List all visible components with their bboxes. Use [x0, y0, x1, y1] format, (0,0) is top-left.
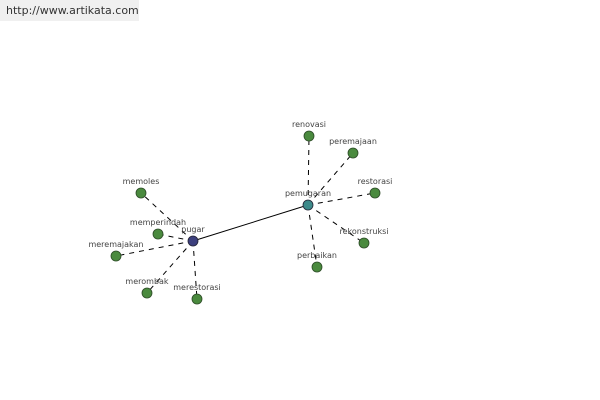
- node-meremajakan[interactable]: [110, 250, 122, 262]
- node-peremajaan[interactable]: [347, 147, 359, 159]
- node-label-meremajakan[interactable]: meremajakan: [88, 240, 143, 249]
- node-label-restorasi[interactable]: restorasi: [358, 177, 393, 186]
- edge-pemugaran-renovasi: [307, 135, 310, 206]
- node-label-merombak[interactable]: merombak: [125, 277, 168, 286]
- node-restorasi[interactable]: [369, 187, 381, 199]
- node-label-merestorasi[interactable]: merestorasi: [173, 283, 221, 292]
- hub-label-pemugaran[interactable]: pemugaran: [285, 189, 331, 198]
- node-label-rekonstruksi[interactable]: rekonstruksi: [339, 227, 388, 236]
- node-label-renovasi[interactable]: renovasi: [292, 120, 326, 129]
- node-rekonstruksi[interactable]: [358, 237, 370, 249]
- edge-pugar-merombak: [146, 240, 194, 294]
- edge-pemugaran-rekonstruksi: [307, 204, 365, 244]
- node-renovasi[interactable]: [303, 130, 315, 142]
- edge-pugar-memoles: [140, 192, 194, 242]
- node-merombak[interactable]: [141, 287, 153, 299]
- hub-node-pemugaran[interactable]: [302, 199, 314, 211]
- node-label-peremajaan[interactable]: peremajaan: [329, 137, 377, 146]
- hub-node-pugar[interactable]: [187, 235, 199, 247]
- edge-pemugaran-perbaikan: [307, 204, 318, 268]
- hub-label-pugar[interactable]: pugar: [181, 225, 205, 234]
- node-memoles[interactable]: [135, 187, 147, 199]
- edge-pugar-meremajakan: [115, 240, 194, 257]
- node-label-memoles[interactable]: memoles: [123, 177, 160, 186]
- edge-pemugaran-restorasi: [307, 192, 376, 206]
- node-memperindah[interactable]: [152, 228, 164, 240]
- node-label-memperindah[interactable]: memperindah: [130, 218, 186, 227]
- edge-pemugaran-peremajaan: [307, 152, 354, 206]
- node-perbaikan[interactable]: [311, 261, 323, 273]
- node-label-perbaikan[interactable]: perbaikan: [297, 251, 337, 260]
- node-merestorasi[interactable]: [191, 293, 203, 305]
- site-url-link[interactable]: http://www.artikata.com: [0, 0, 139, 21]
- edge-pugar-pemugaran: [192, 204, 309, 242]
